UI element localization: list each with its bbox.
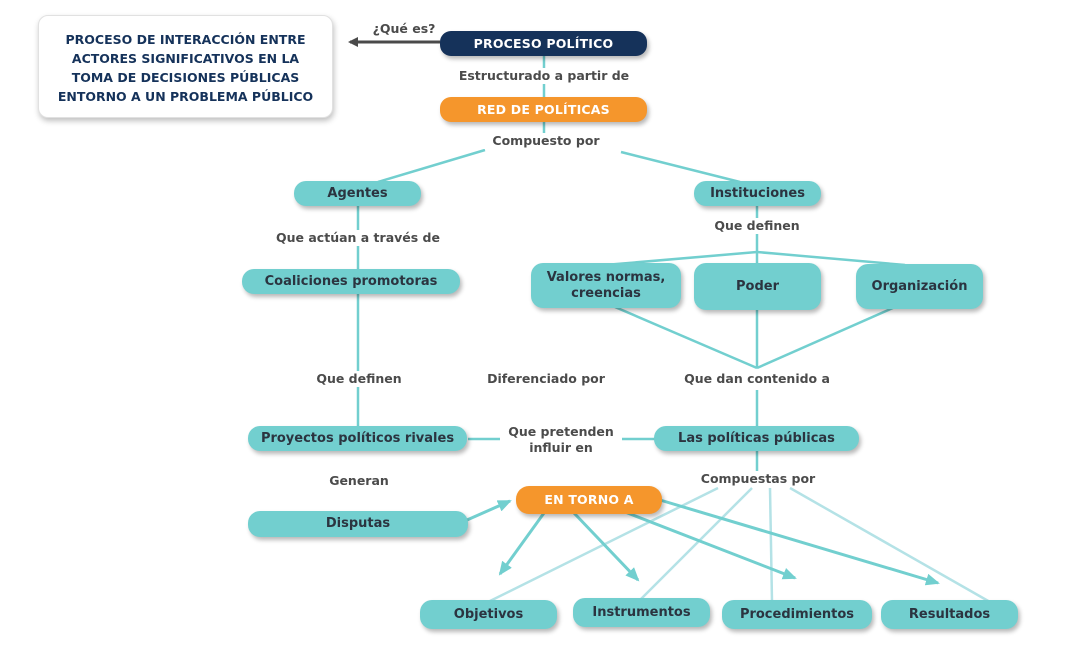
en-torno-a-node[interactable]: EN TORNO A — [516, 486, 662, 514]
actuan-label: Que actúan a través de — [268, 230, 448, 246]
coaliciones-promotoras-node[interactable]: Coaliciones promotoras — [242, 269, 460, 294]
valores-normas-node[interactable]: Valores normas, creencias — [531, 263, 681, 308]
que-definen-instituciones-label: Que definen — [706, 218, 808, 234]
red-de-politicas-node[interactable]: RED DE POLÍTICAS — [440, 97, 647, 122]
proyectos-politicos-node[interactable]: Proyectos políticos rivales — [248, 426, 467, 451]
procedimientos-node[interactable]: Procedimientos — [722, 600, 872, 629]
compuestas-por-label: Compuestas por — [693, 471, 823, 487]
que-es-label: ¿Qué es? — [372, 21, 436, 36]
proceso-politico-node[interactable]: PROCESO POLÍTICO — [440, 31, 647, 56]
disputas-node[interactable]: Disputas — [248, 511, 468, 537]
organizacion-node[interactable]: Organización — [856, 264, 983, 309]
compuesto-por-label: Compuesto por — [484, 133, 608, 149]
generan-label: Generan — [329, 473, 389, 488]
definition-box: PROCESO DE INTERACCIÓN ENTRE ACTORES SIG… — [38, 15, 333, 118]
resultados-node[interactable]: Resultados — [881, 600, 1018, 629]
poder-node[interactable]: Poder — [694, 263, 821, 310]
objetivos-node[interactable]: Objetivos — [420, 600, 557, 629]
instituciones-node[interactable]: Instituciones — [694, 181, 821, 206]
politicas-publicas-node[interactable]: Las políticas públicas — [654, 426, 859, 451]
que-definen-coaliciones-label: Que definen — [308, 371, 410, 387]
pretenden-influir-label: Que pretenden influir en — [500, 424, 622, 456]
diferenciado-por-label: Diferenciado por — [487, 371, 605, 386]
instrumentos-node[interactable]: Instrumentos — [573, 598, 710, 627]
dan-contenido-label: Que dan contenido a — [676, 371, 838, 387]
agentes-node[interactable]: Agentes — [294, 181, 421, 206]
estructurado-label: Estructurado a partir de — [454, 68, 634, 84]
